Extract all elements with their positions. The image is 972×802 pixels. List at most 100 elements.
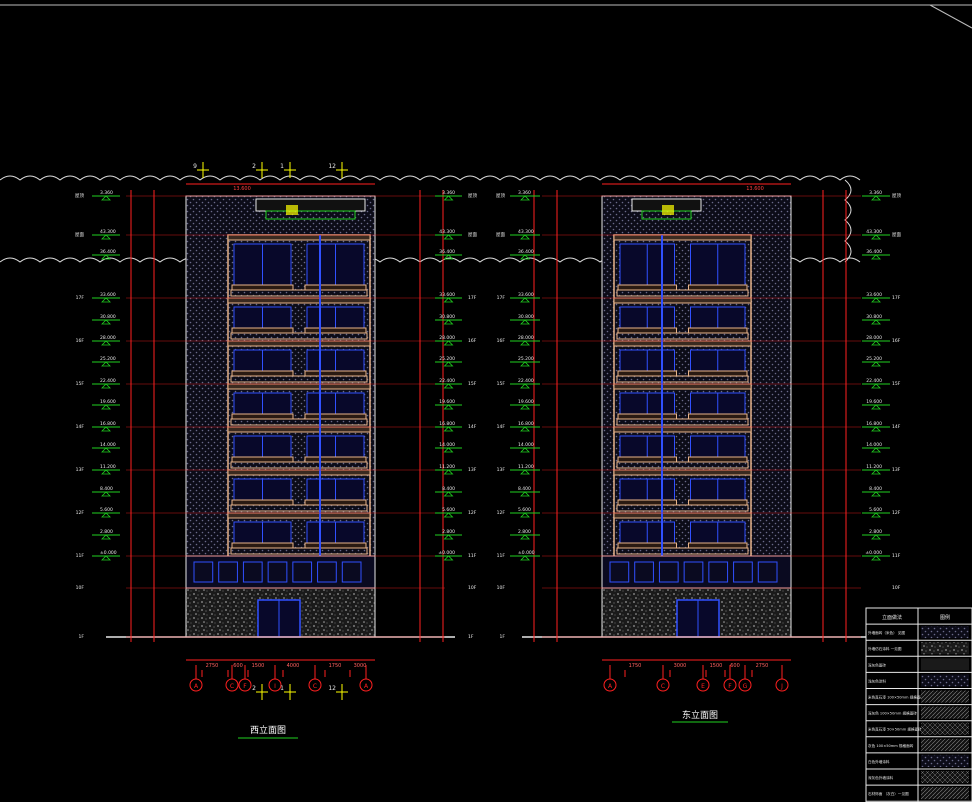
level-symbol bbox=[101, 254, 111, 260]
floor-tag: 16F bbox=[468, 338, 477, 344]
level-symbol bbox=[443, 319, 454, 325]
level-symbol bbox=[871, 234, 881, 240]
level-markers: 3.36043.30036.40033.60030.80028.00025.20… bbox=[75, 190, 901, 640]
balcony-rail bbox=[230, 289, 368, 297]
level-value: 14.000 bbox=[100, 442, 116, 448]
level-value: 30.800 bbox=[866, 314, 882, 320]
floor-band bbox=[613, 340, 752, 347]
axis-bubble bbox=[308, 678, 322, 692]
level-value: 28.000 bbox=[866, 335, 882, 341]
floor-tag: 15F bbox=[468, 381, 477, 387]
shopfront-window bbox=[317, 561, 337, 583]
legend-row-label: 灰色 100×50mm 规格面砖 bbox=[868, 743, 914, 748]
level-value: 19.600 bbox=[100, 399, 116, 405]
window-sill bbox=[304, 327, 367, 334]
level-symbol bbox=[871, 512, 881, 518]
floor-band bbox=[227, 426, 371, 433]
level-value: 30.800 bbox=[439, 314, 455, 320]
level-symbol bbox=[101, 447, 111, 453]
level-symbol bbox=[443, 469, 454, 475]
floor-tag: 屋面 bbox=[468, 232, 477, 238]
level-value: ±0.000 bbox=[865, 550, 882, 556]
level-value: 5.600 bbox=[869, 507, 882, 513]
floor-band bbox=[227, 234, 371, 241]
level-symbol bbox=[871, 555, 881, 561]
level-symbol bbox=[101, 555, 111, 561]
window-sill bbox=[304, 370, 367, 377]
window-sill bbox=[304, 542, 367, 549]
legend-swatch bbox=[921, 754, 969, 767]
balcony-rail bbox=[616, 375, 749, 383]
shopfront-window bbox=[609, 561, 630, 583]
level-value: 11.200 bbox=[100, 464, 116, 470]
dim-text: 3000 bbox=[674, 663, 687, 669]
level-symbol bbox=[520, 512, 530, 518]
floor-tag: 15F bbox=[76, 381, 85, 387]
level-symbol bbox=[871, 404, 881, 410]
floor-tag: 10F bbox=[76, 585, 85, 591]
level-symbol bbox=[443, 297, 454, 303]
level-value: 2.800 bbox=[442, 529, 455, 535]
level-value: 36.400 bbox=[518, 249, 534, 255]
floor-tag: 14F bbox=[468, 424, 477, 430]
window-sill bbox=[231, 542, 294, 549]
balcony-rail bbox=[616, 461, 749, 469]
level-symbol bbox=[101, 361, 111, 367]
level-symbol bbox=[101, 426, 111, 432]
axis-bubble bbox=[738, 678, 752, 692]
balcony-rail bbox=[616, 504, 749, 512]
legend-swatch bbox=[921, 706, 969, 719]
level-value: 43.300 bbox=[518, 229, 534, 235]
dim-text: 3000 bbox=[354, 663, 367, 669]
level-value: 25.200 bbox=[866, 356, 882, 362]
shopfront-window bbox=[242, 561, 263, 583]
floor-tag: 屋面 bbox=[892, 232, 901, 238]
level-symbol bbox=[443, 361, 454, 367]
window-sill bbox=[231, 413, 294, 420]
dim-text: 4000 bbox=[287, 663, 300, 669]
level-symbol bbox=[101, 234, 111, 240]
legend-row-label: 外墙仿石涂料 一见图 bbox=[868, 646, 902, 651]
axis-bubble bbox=[268, 678, 282, 692]
balcony-rail bbox=[616, 332, 749, 340]
window-sill bbox=[231, 456, 294, 463]
legend-row-label: 外墙面砖（米色） 见图 bbox=[868, 630, 905, 635]
shopfront-window bbox=[193, 561, 214, 583]
level-value: 36.400 bbox=[866, 249, 882, 255]
level-symbol bbox=[871, 426, 881, 432]
level-value: 22.400 bbox=[439, 378, 455, 384]
floor-tag: 屋顶 bbox=[892, 193, 901, 199]
axis-label: G bbox=[743, 683, 748, 690]
level-value: 19.600 bbox=[866, 399, 882, 405]
axis-label: A bbox=[608, 683, 613, 690]
floor-tag: 13F bbox=[76, 467, 85, 473]
floor-tag: 屋顶 bbox=[75, 193, 84, 199]
axis-top-label: 1 bbox=[280, 685, 284, 692]
level-symbol bbox=[520, 254, 530, 260]
floor-tag: 屋面 bbox=[496, 232, 505, 238]
axis-label: C bbox=[313, 683, 317, 690]
level-symbol bbox=[871, 361, 881, 367]
level-symbol bbox=[101, 491, 111, 497]
axis-bubble bbox=[656, 678, 670, 692]
balcony-rail bbox=[230, 547, 368, 555]
balcony-rail bbox=[230, 461, 368, 469]
level-value: 2.800 bbox=[518, 529, 531, 535]
legend-row-label: 浅灰色涂料 bbox=[868, 678, 886, 683]
legend-swatch bbox=[921, 738, 969, 751]
level-symbol bbox=[443, 254, 454, 260]
level-symbol bbox=[520, 319, 530, 325]
floor-band bbox=[227, 297, 371, 304]
level-value: 5.600 bbox=[442, 507, 455, 513]
level-value: 2.800 bbox=[869, 529, 882, 535]
legend-row-label: 米色真石漆 100×50mm 规格面砖 bbox=[868, 695, 924, 700]
floor-tag: 11F bbox=[468, 553, 477, 559]
floor-band bbox=[613, 512, 752, 519]
roof-ornament bbox=[286, 205, 298, 215]
podium-floor bbox=[601, 555, 792, 589]
balcony-rail bbox=[616, 289, 749, 297]
window-sill bbox=[617, 284, 677, 291]
axis-label: F bbox=[728, 683, 732, 690]
axis-label: I bbox=[274, 683, 276, 690]
floor-band bbox=[613, 426, 752, 433]
